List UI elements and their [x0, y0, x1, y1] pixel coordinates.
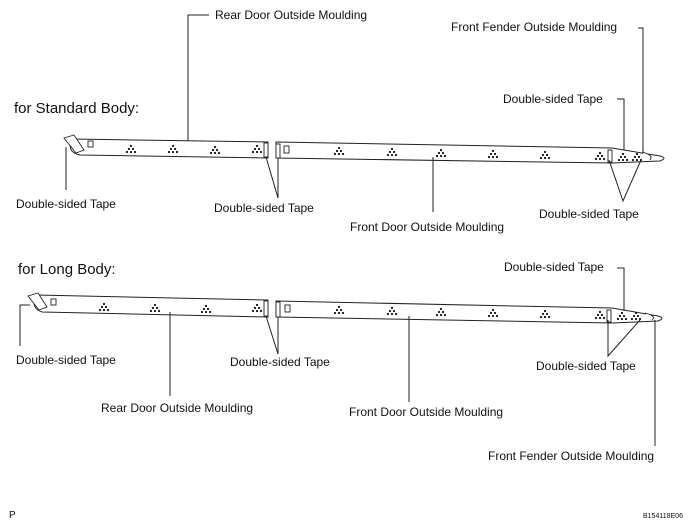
standard-tape-right-top-leader	[617, 98, 625, 150]
long-right-tape	[606, 309, 612, 323]
long-front-door-label: Front Door Outside Moulding	[349, 405, 503, 419]
long-rear-door-label: Rear Door Outside Moulding	[101, 401, 253, 415]
standard-left-clip	[87, 140, 94, 148]
long-left-clip	[50, 298, 57, 306]
standard-tape-markers	[125, 144, 643, 162]
long-tape-right-top-label: Double-sided Tape	[504, 260, 604, 274]
long-center-tape-a	[263, 300, 269, 317]
long-rear-door-moulding	[33, 294, 269, 318]
standard-tape-center-leader	[265, 156, 279, 199]
long-tape-center-label: Double-sided Tape	[230, 355, 330, 369]
figure-code: B154118E06	[643, 513, 683, 520]
long-tape-right-top-leader	[617, 267, 625, 311]
long-center-clip	[284, 304, 291, 313]
standard-front-fender-leader	[638, 27, 644, 152]
standard-fender-tip-tape	[641, 151, 652, 161]
long-body-section: for Long Body:	[16, 260, 663, 463]
standard-tape-center-label: Double-sided Tape	[214, 201, 314, 215]
standard-center-clip	[283, 145, 290, 154]
footer-left-mark: P	[9, 510, 16, 521]
standard-tape-right-top-label: Double-sided Tape	[503, 92, 603, 106]
long-center-tape-b	[275, 301, 281, 318]
long-body-heading: for Long Body:	[18, 261, 116, 278]
standard-tape-right-bottom-leader	[608, 159, 642, 203]
standard-left-end-tape	[63, 134, 85, 154]
standard-tape-right-bottom-label: Double-sided Tape	[539, 207, 639, 221]
long-tape-right-bottom-leader	[607, 319, 641, 358]
long-tape-center-leader	[265, 315, 279, 355]
long-tape-right-bottom-label: Double-sided Tape	[536, 359, 636, 373]
standard-front-door-moulding	[275, 141, 665, 164]
long-fender-tip-tape	[644, 312, 654, 321]
long-tape-markers	[98, 302, 642, 321]
standard-rear-door-moulding	[69, 138, 269, 159]
standard-front-fender-label: Front Fender Outside Moulding	[451, 20, 617, 34]
standard-center-tape-b	[275, 143, 281, 159]
standard-body-section: for Standard Body:	[14, 8, 665, 234]
standard-rear-door-label: Rear Door Outside Moulding	[215, 8, 367, 22]
standard-center-tape-a	[263, 142, 269, 158]
standard-body-heading: for Standard Body:	[14, 100, 139, 117]
long-tape-left-label: Double-sided Tape	[16, 353, 116, 367]
long-front-door-moulding	[275, 300, 663, 324]
long-tape-left-leader	[19, 304, 30, 346]
standard-tape-left-label: Double-sided Tape	[16, 197, 116, 211]
long-front-fender-label: Front Fender Outside Moulding	[488, 449, 654, 463]
standard-front-door-label: Front Door Outside Moulding	[350, 220, 504, 234]
long-left-end-tape	[27, 292, 48, 311]
standard-rear-door-leader	[187, 14, 209, 141]
